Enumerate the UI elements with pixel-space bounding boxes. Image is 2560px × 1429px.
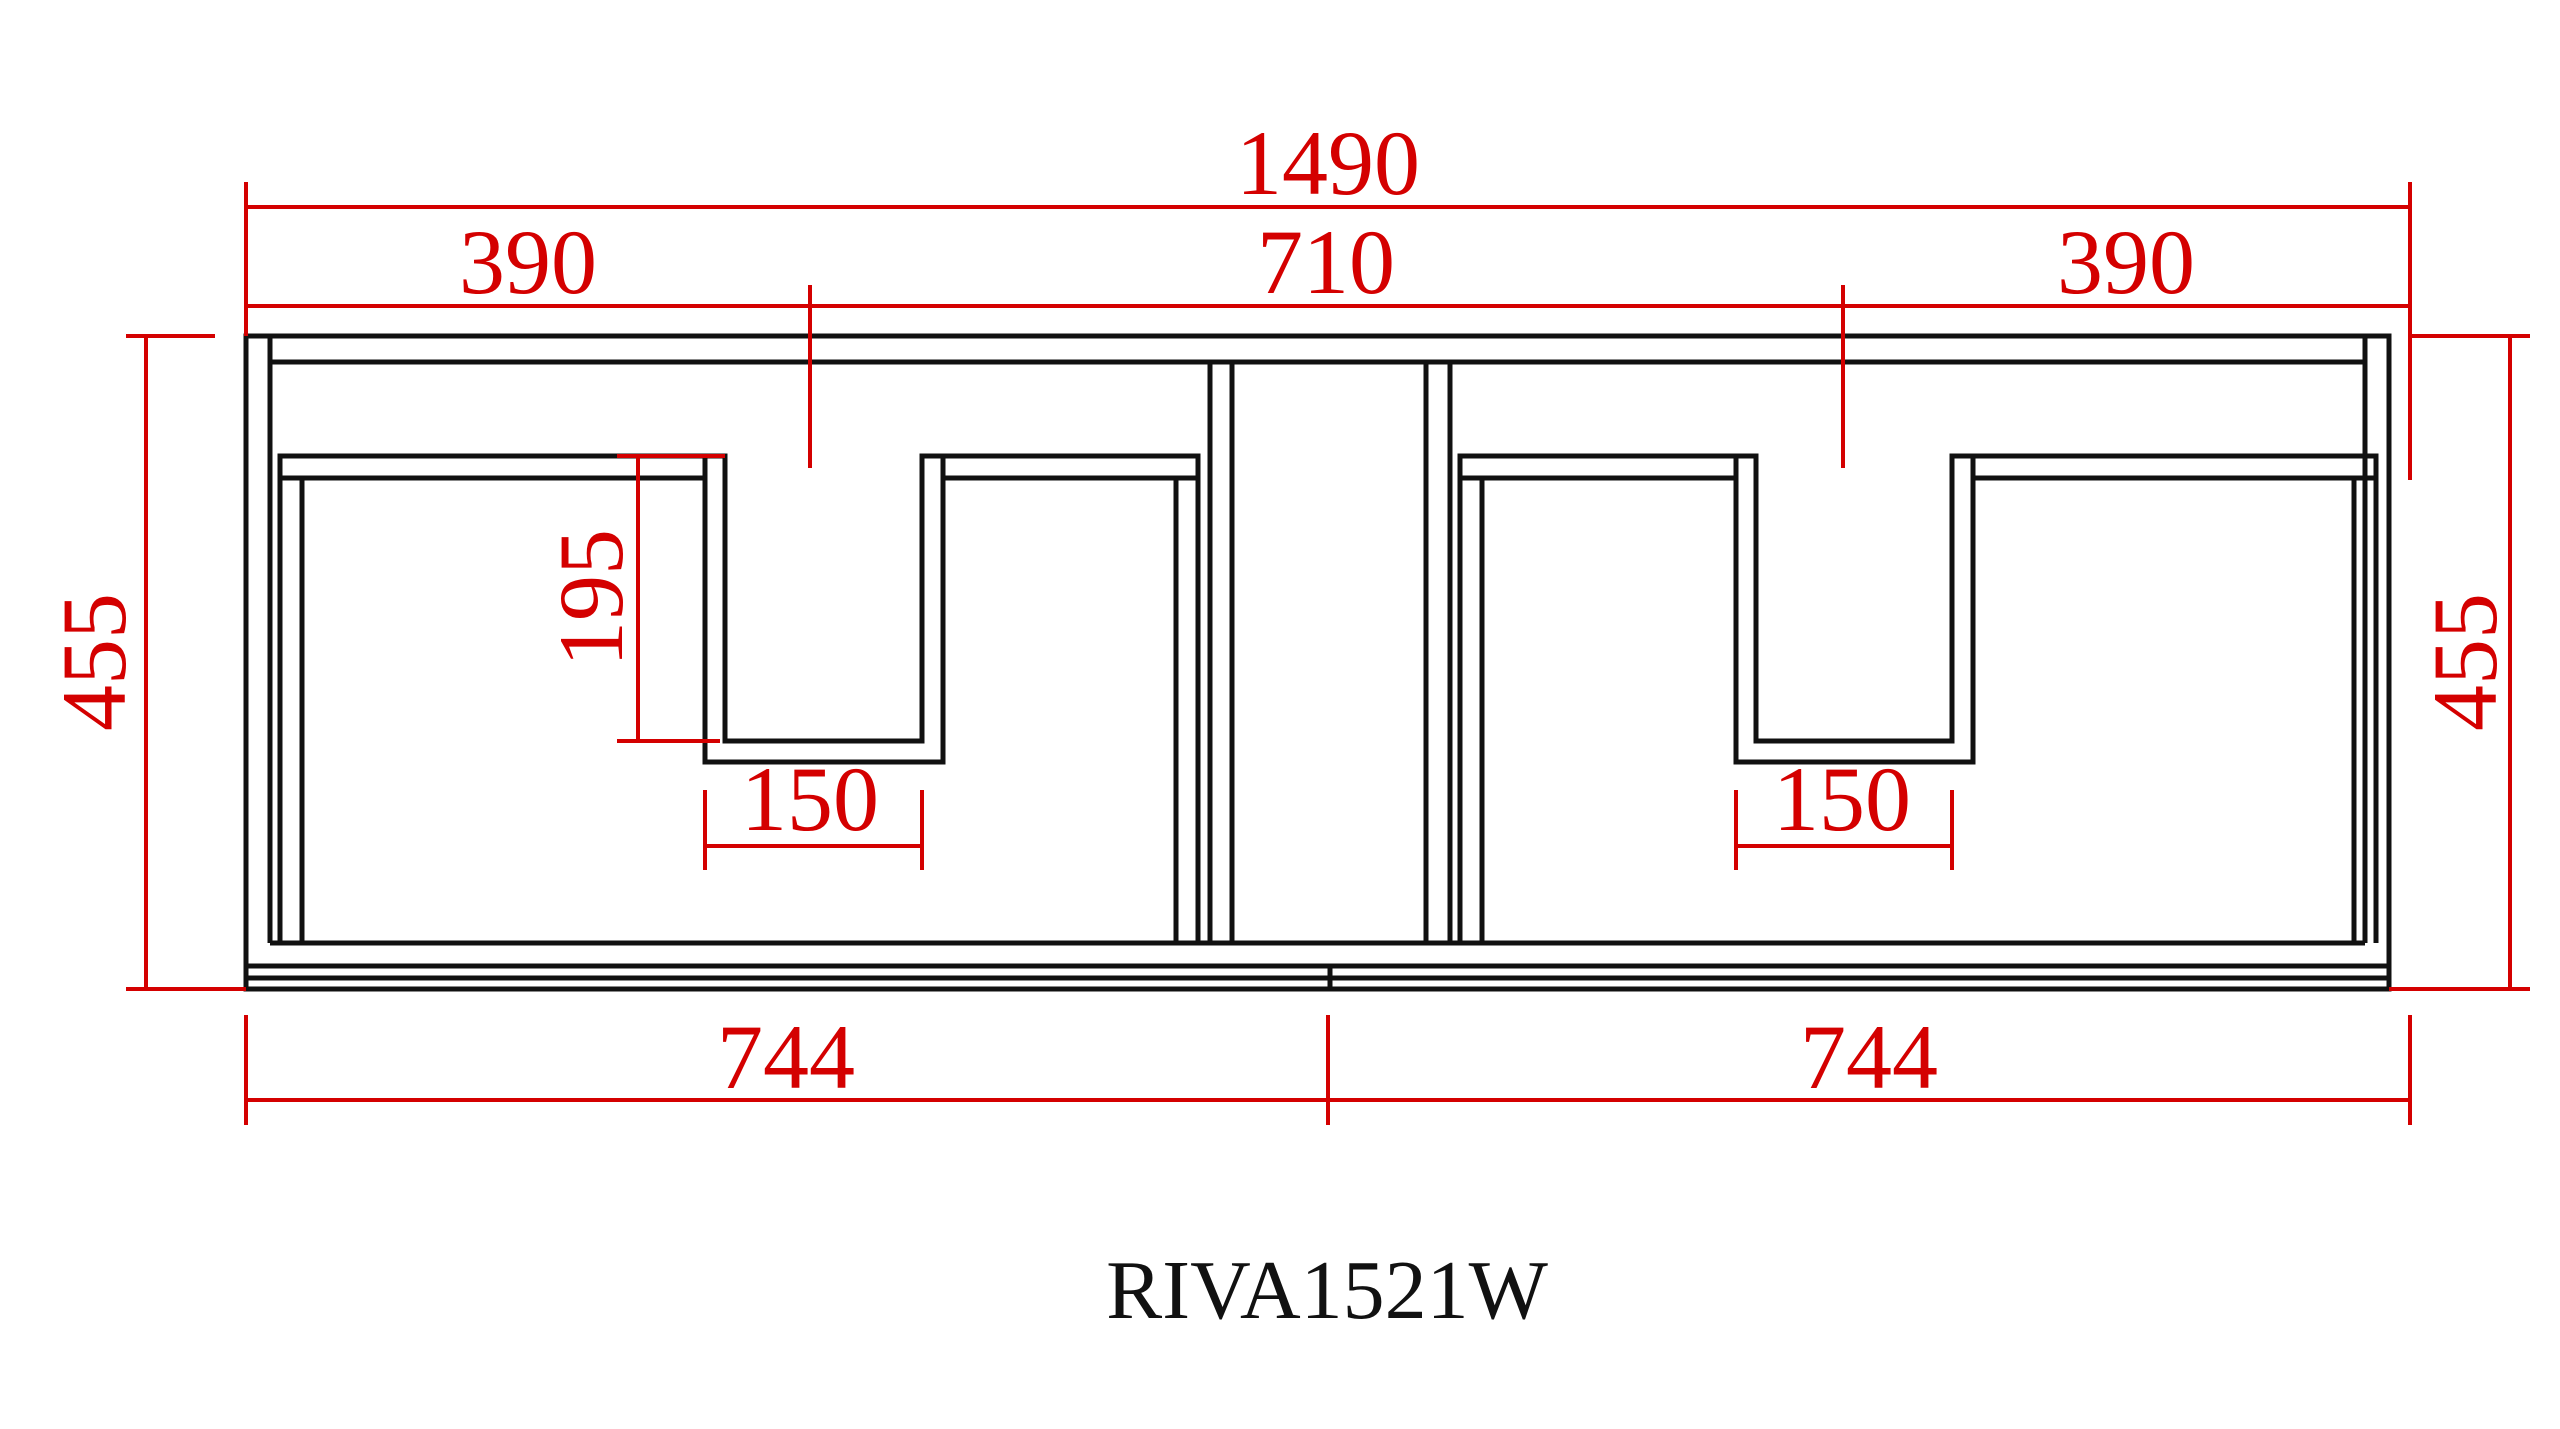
dim-module-left: 744 <box>717 1006 855 1108</box>
drawer-left-outer <box>277 453 1201 943</box>
dimension-labels: 1490 390 710 390 455 455 195 150 150 744… <box>43 112 2516 1108</box>
cabinet-outline <box>243 333 2392 992</box>
dimension-lines <box>126 182 2530 1125</box>
drawer-right-inner <box>1479 475 2357 943</box>
dim-height-left: 455 <box>43 593 145 731</box>
drawer-left-inner <box>299 475 1179 943</box>
dim-cutout-width-left: 150 <box>741 748 879 850</box>
dim-left-offset: 390 <box>459 211 597 313</box>
dim-right-offset: 390 <box>2057 211 2195 313</box>
dim-cutout-depth: 195 <box>540 529 642 667</box>
model-name: RIVA1521W <box>1106 1244 1548 1337</box>
dim-height-right: 455 <box>2414 593 2516 731</box>
dim-center-span: 710 <box>1257 211 1395 313</box>
dim-overall-width: 1490 <box>1236 112 1420 214</box>
drawer-right-outer <box>1457 453 2379 943</box>
dim-module-right: 744 <box>1800 1006 1938 1108</box>
cabinet-body <box>243 333 2392 992</box>
dim-cutout-width-right: 150 <box>1773 748 1911 850</box>
